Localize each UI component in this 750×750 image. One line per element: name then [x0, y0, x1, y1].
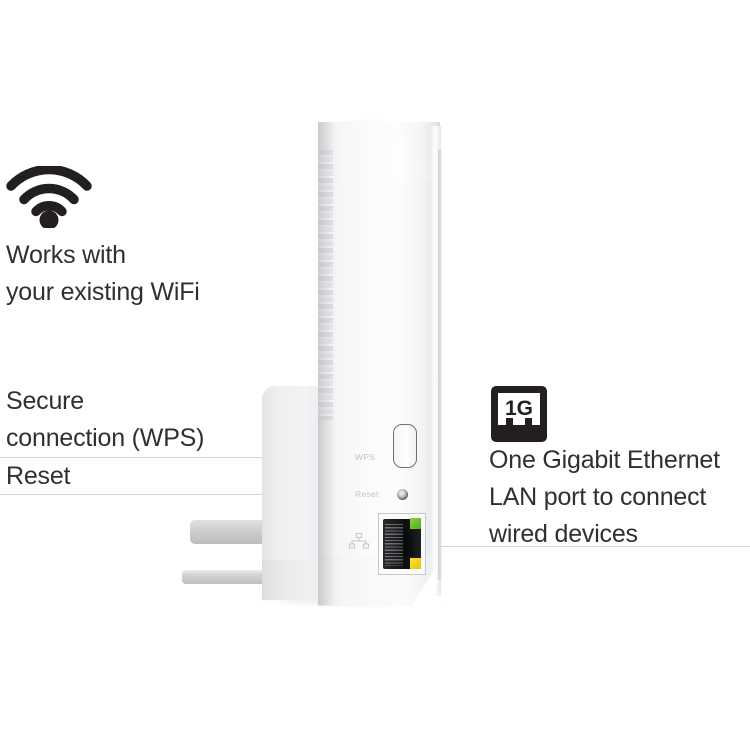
device-label-wps: WPS: [355, 452, 376, 462]
callout-text-ethernet: One Gigabit Ethernet LAN port to connect…: [489, 446, 720, 548]
activity-led: [410, 558, 421, 569]
wps-button[interactable]: [393, 424, 417, 468]
leader-line-wps: [0, 457, 352, 458]
callout-text-reset: Reset: [6, 462, 71, 490]
link-led: [410, 518, 421, 529]
wifi-icon: [6, 164, 92, 230]
device-label-reset: Reset: [355, 489, 379, 499]
ethernet-1g-icon: 1G: [489, 384, 549, 444]
callout-text-wps: Secure connection (WPS): [6, 387, 205, 452]
leader-line-ethernet: [410, 546, 750, 547]
rj45-contact-pins: [385, 522, 403, 566]
device-right-highlight-rim: [430, 126, 441, 596]
ac-prong-upper: [190, 520, 276, 544]
device-left-edge-shading: [318, 122, 334, 605]
callout-text-wifi: Works with your existing WiFi: [6, 241, 200, 306]
rj45-notch: [403, 532, 414, 556]
ac-prong-lower: [182, 570, 278, 584]
ethernet-icon-label-text: 1G: [505, 397, 533, 420]
reset-pinhole[interactable]: [397, 489, 408, 500]
device-right-shadow: [438, 150, 443, 580]
leader-line-reset: [0, 494, 352, 495]
lan-network-icon: [348, 532, 370, 549]
